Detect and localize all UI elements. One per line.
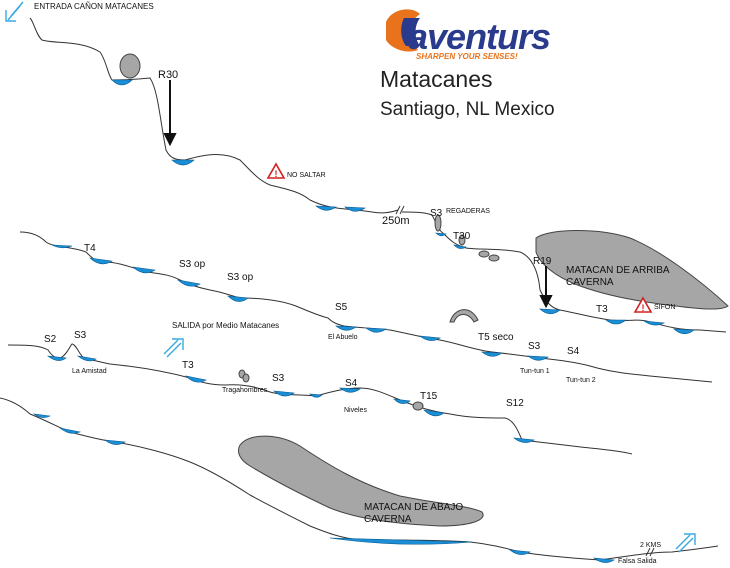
label-250m: 250m	[382, 215, 410, 227]
matacan-abajo-caverna	[237, 435, 484, 527]
exit-arrow-icon-mid	[163, 338, 184, 358]
label-el-abuelo: El Abuelo	[328, 334, 358, 341]
label-s4-row4: S4	[345, 378, 358, 389]
canyon-profile-row3	[7, 343, 633, 455]
matacan-arriba-caverna	[535, 230, 729, 310]
label-regaderas: REGADERAS	[446, 208, 490, 215]
label-no-saltar: NO SALTAR	[287, 172, 326, 179]
svg-text:!: !	[275, 169, 278, 179]
label-tun-tun-1: Tun-tun 1	[520, 368, 550, 375]
svg-text:!: !	[642, 303, 645, 313]
label-s3op-1: S3 op	[179, 259, 206, 270]
water-pools	[32, 79, 695, 563]
boulder-icon	[119, 53, 500, 411]
label-2-kms: 2 KMS	[640, 542, 662, 549]
label-r30: R30	[158, 69, 179, 81]
label-caverna-abajo: CAVERNA	[364, 514, 412, 525]
label-r19: R19	[533, 256, 552, 267]
rappel-arrow-icon	[163, 80, 553, 309]
label-niveles: Niveles	[344, 407, 367, 414]
logo-wordmark: aventurs	[408, 16, 551, 57]
label-s3-top: S3	[430, 208, 443, 219]
exit-arrow-icon	[675, 533, 696, 553]
label-matacan-abajo: MATACAN DE ABAJO	[364, 502, 464, 513]
entrance-label: ENTRADA CAÑON MATACANES	[34, 2, 154, 11]
warning-icon: ! !	[266, 162, 653, 313]
label-tun-tun-2: Tun-tun 2	[566, 377, 596, 384]
label-la-amistad: La Amistad	[72, 368, 107, 375]
label-s3-left: S3	[74, 330, 87, 341]
label-s5: S5	[335, 302, 348, 313]
label-t3-right: T3	[596, 304, 608, 315]
page-subtitle: Santiago, NL Mexico	[380, 99, 555, 120]
label-s3-row4: S3	[272, 373, 285, 384]
canyon-profile-row4	[0, 397, 719, 561]
label-t30: T30	[453, 231, 471, 242]
label-s12: S12	[506, 398, 524, 409]
label-sifon: SIFON	[654, 304, 676, 311]
label-salida-medio: SALIDA por Medio Matacanes	[172, 321, 280, 330]
rock-arch	[449, 309, 479, 323]
logo-tagline: SHARPEN YOUR SENSES!	[416, 52, 518, 61]
label-t15: T15	[420, 391, 438, 402]
page-title: Matacanes	[380, 66, 493, 92]
label-t5-seco: T5 seco	[478, 332, 514, 343]
label-s4-right: S4	[567, 346, 580, 357]
label-falsa-salida: Falsa Salida	[618, 558, 657, 565]
label-s2: S2	[44, 334, 57, 345]
label-tragahombres: Tragahombres	[222, 387, 268, 394]
label-s3op-2: S3 op	[227, 272, 254, 283]
logo-emblem	[386, 9, 420, 52]
entrance-arrow-icon	[5, 1, 24, 22]
label-s3-mid: S3	[528, 341, 541, 352]
label-t4: T4	[84, 243, 96, 254]
label-caverna-arriba: CAVERNA	[566, 277, 614, 288]
canyon-profile-top	[29, 17, 399, 214]
label-matacan-arriba: MATACAN DE ARRIBA	[566, 265, 670, 276]
label-t3-mid: T3	[182, 360, 194, 371]
